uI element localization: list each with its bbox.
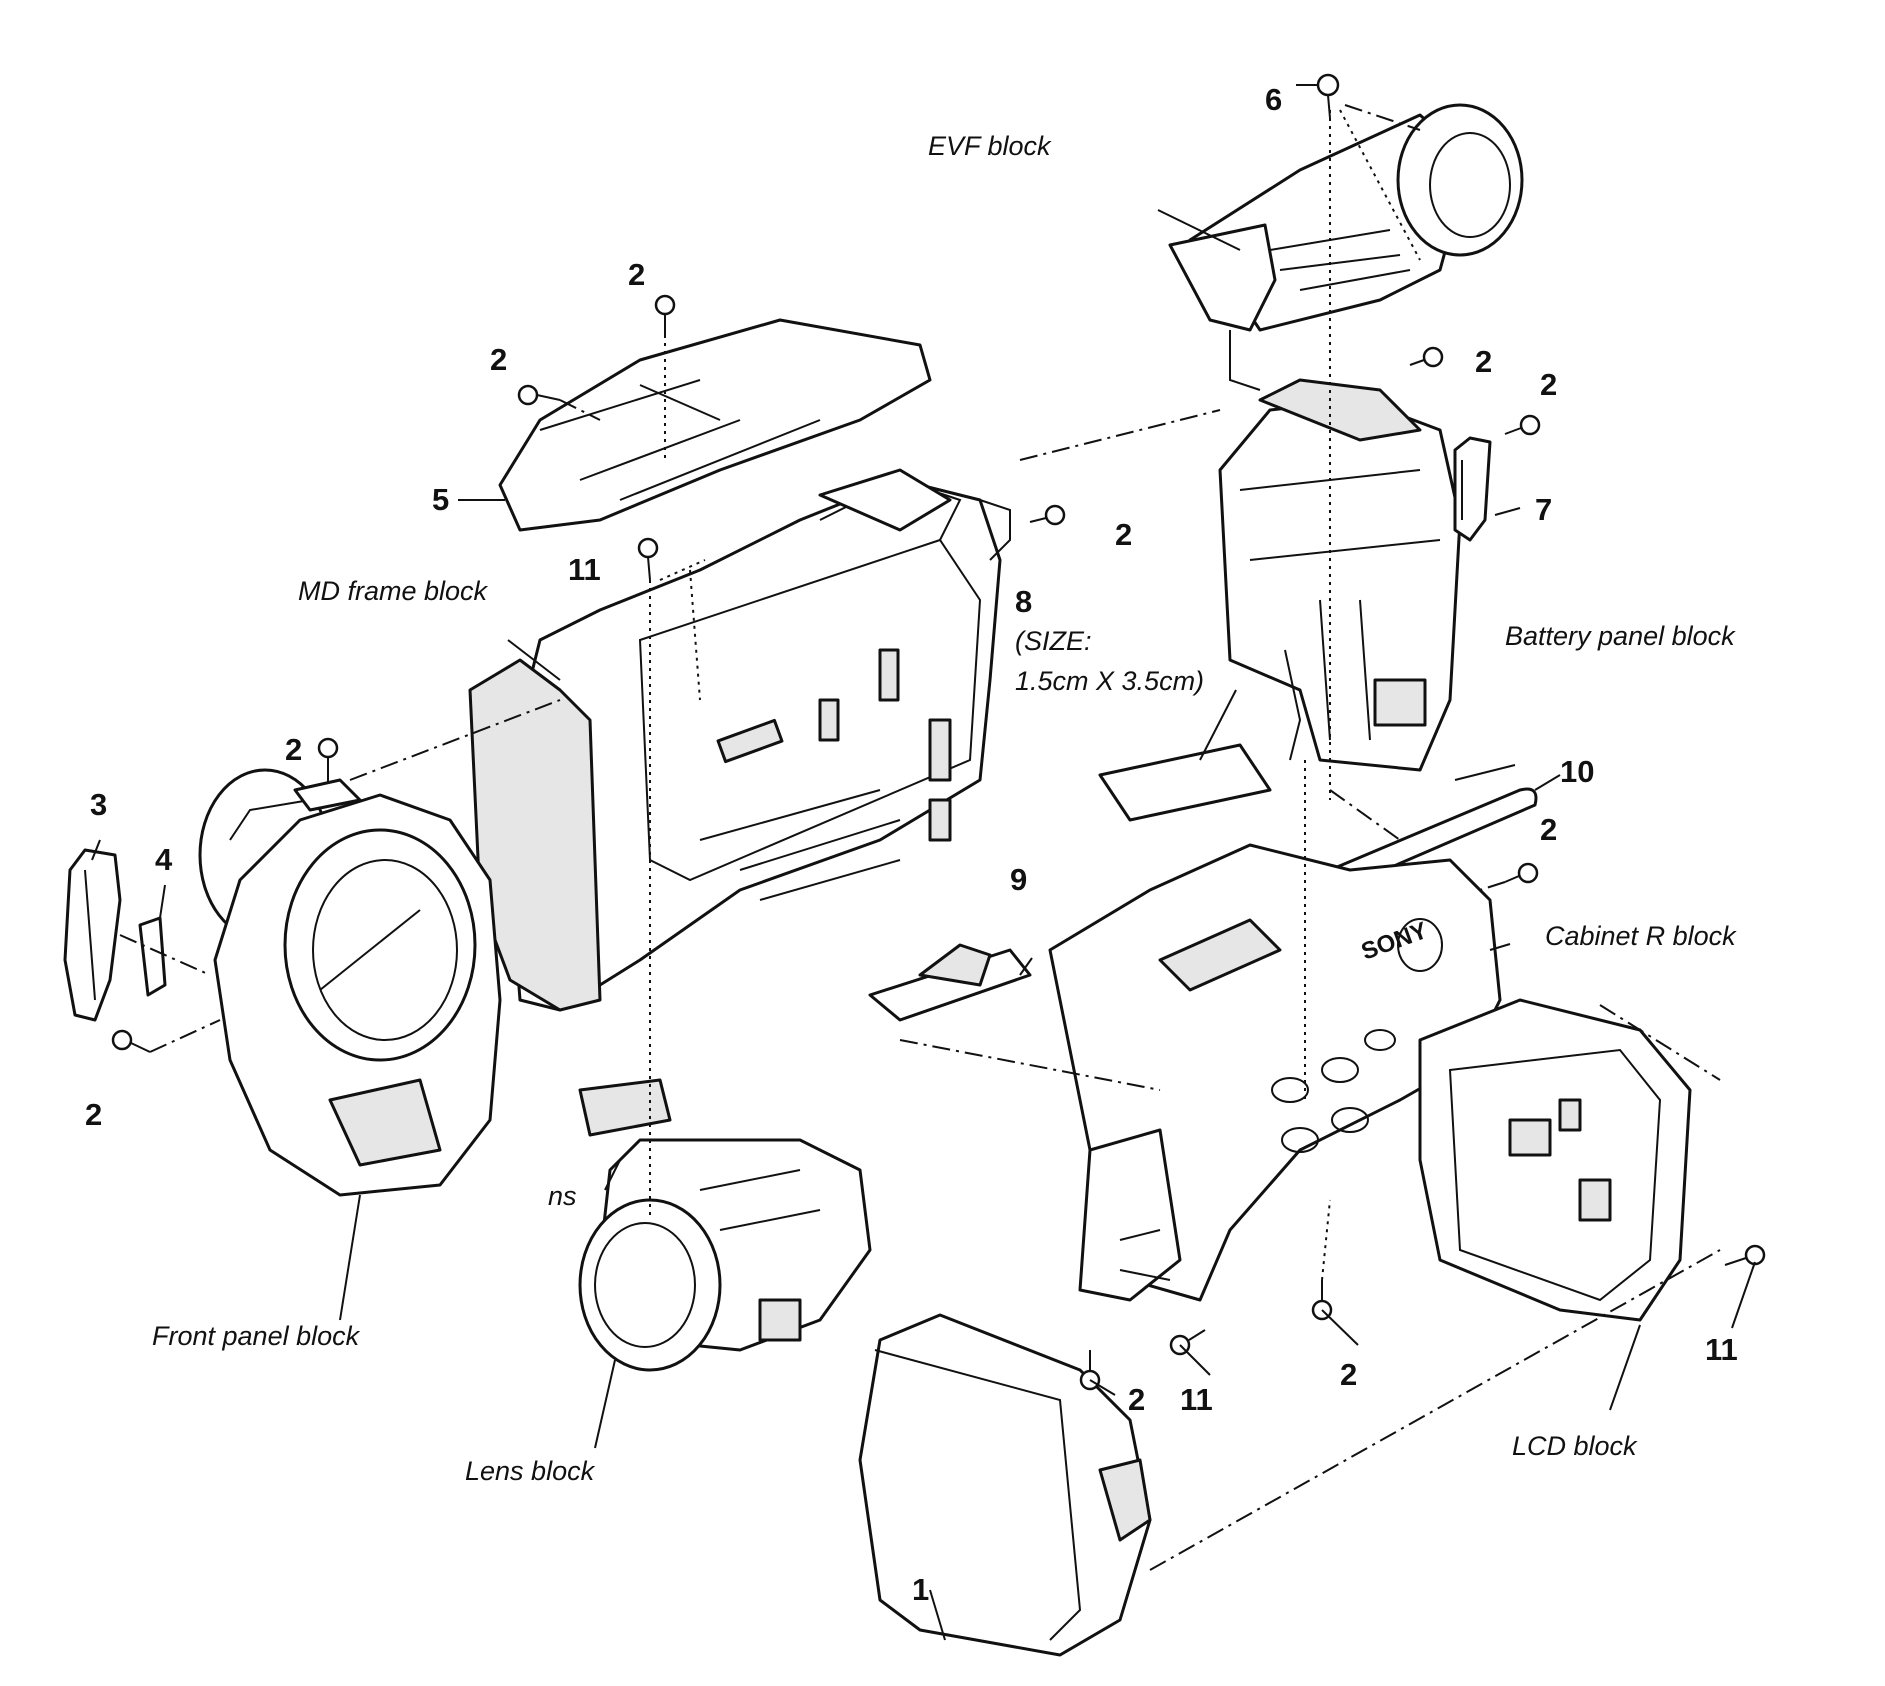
part-number-6: 6 [1265,82,1282,117]
part-number-5: 5 [432,482,449,517]
part-number-1: 1 [912,1572,929,1607]
part-number-11-c: 11 [1705,1332,1738,1367]
part-8-sheet [1098,743,1272,822]
part-numbers: 6 2 2 2 2 5 2 7 11 8 10 2 2 3 4 9 2 2 11… [85,82,1738,1607]
evf-block-label: EVF block [928,131,1052,161]
size-note-line2: 1.5cm X 3.5cm) [1015,666,1204,696]
part-4-label [138,916,167,997]
part-3-grip [63,848,122,1022]
part-number-2-e: 2 [1115,517,1132,552]
part-number-2-j: 2 [1340,1357,1357,1392]
part-number-2-h: 2 [85,1097,102,1132]
lcd-block [1418,998,1692,1322]
evf-block [1168,103,1524,391]
md-frame-block [468,468,1011,1012]
part-number-2-d: 2 [1540,367,1557,402]
leader-lines [91,84,1756,1641]
battery-panel-block-label: Battery panel block [1505,621,1736,651]
md-frame-block-label: MD frame block [298,576,489,606]
part-number-11-a: 11 [568,552,601,587]
size-note-line1: (SIZE: [1015,626,1092,656]
front-panel-block-label: Front panel block [152,1321,361,1351]
part-number-3: 3 [90,787,107,822]
part-7-bracket [1453,436,1492,542]
part-number-2-g: 2 [285,732,302,767]
part-5-top-cover [498,318,932,532]
lens-block-label: Lens block [465,1456,596,1486]
screws [111,73,1766,1391]
assembly-lines [119,104,1721,1571]
part-number-8: 8 [1015,584,1032,619]
front-panel-block [198,768,502,1197]
lcd-block-label: LCD block [1512,1431,1638,1461]
part-number-4: 4 [155,842,173,877]
block-labels: EVF block MD frame block Battery panel b… [152,131,1737,1486]
part-9-plate [868,943,1032,1022]
lens-block [578,1078,872,1372]
part-number-10: 10 [1560,754,1594,789]
part-number-2-a: 2 [628,257,645,292]
part-number-11-b: 11 [1180,1382,1213,1417]
part-number-7: 7 [1535,492,1552,527]
ns-label: ns [548,1181,577,1211]
part-number-2-b: 2 [490,342,507,377]
battery-panel-block [1218,378,1462,772]
cabinet-r-block-label: Cabinet R block [1545,921,1737,951]
part-number-2-f: 2 [1540,812,1557,847]
part-number-9: 9 [1010,862,1027,897]
part-number-2-c: 2 [1475,344,1492,379]
part-number-2-i: 2 [1128,1382,1145,1417]
part-1-lcd-panel [858,1313,1152,1657]
